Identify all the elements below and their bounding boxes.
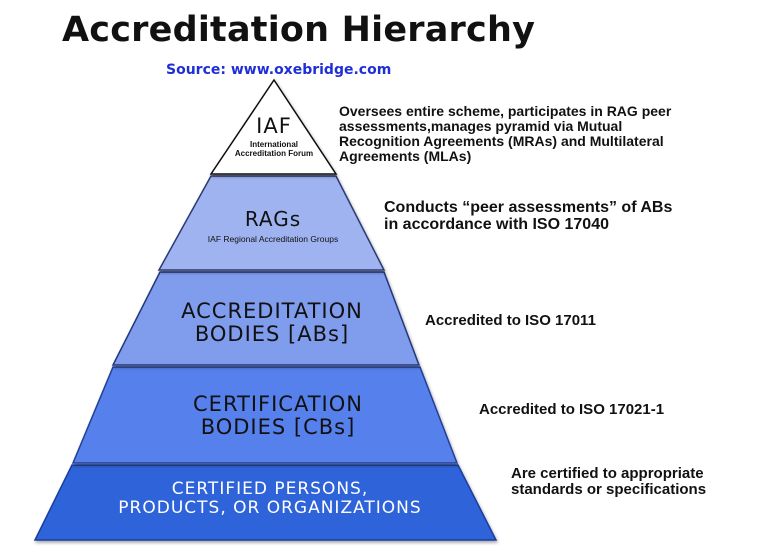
level-5-description-line: standards or specifications bbox=[511, 481, 707, 499]
level-2-description-line: Conducts “peer assessments” of ABs bbox=[384, 199, 673, 216]
source-caption: Source: www.oxebridge.com bbox=[166, 62, 392, 78]
pyramid-level-4 bbox=[71, 366, 459, 464]
level-1-description: Oversees entire scheme, participates in … bbox=[339, 103, 759, 165]
level-5-name-line-2: PRODUCTS, OR ORGANIZATIONS bbox=[118, 497, 422, 518]
level-1-description-line: Agreements (MLAs) bbox=[339, 148, 472, 165]
pyramid-level-2 bbox=[157, 175, 386, 271]
level-1-subtitle-line-2: Accreditation Forum bbox=[234, 148, 314, 158]
level-4-name-line-2: BODIES [CBs] bbox=[200, 415, 356, 440]
level-2-label: RAGs IAF Regional Accreditation Groups bbox=[175, 208, 371, 244]
level-2-name: RAGs bbox=[244, 207, 302, 231]
level-5-description-line: Are certified to appropriate bbox=[511, 465, 704, 482]
diagram-title: Accreditation Hierarchy bbox=[62, 10, 536, 50]
level-3-description: Accredited to ISO 17011 bbox=[425, 312, 755, 329]
level-1-name: IAF bbox=[256, 114, 292, 138]
level-2-subtitle: IAF Regional Accreditation Groups bbox=[207, 234, 339, 244]
level-1-description-line: Recognition Agreements (MRAs) and Multil… bbox=[339, 133, 664, 150]
level-2-description-line: in accordance with ISO 17040 bbox=[384, 216, 609, 234]
level-5-label: CERTIFIED PERSONS, PRODUCTS, OR ORGANIZA… bbox=[70, 480, 470, 517]
level-5-description: Are certified to appropriate standards o… bbox=[511, 465, 763, 499]
pyramid-level-3 bbox=[111, 271, 421, 366]
level-3-label: ACCREDITATION BODIES [ABs] bbox=[130, 299, 414, 347]
level-3-name-line-1: ACCREDITATION bbox=[181, 299, 363, 323]
level-1-subtitle-line-1: International bbox=[249, 140, 298, 149]
pyramid-level-5 bbox=[33, 464, 498, 541]
level-4-description-line: Accredited to ISO 17021-1 bbox=[479, 401, 665, 418]
level-1-label: IAF International Accreditation Forum bbox=[215, 115, 333, 159]
level-3-description-line: Accredited to ISO 17011 bbox=[425, 312, 596, 329]
level-4-name-line-1: CERTIFICATION bbox=[193, 392, 363, 416]
level-1-description-line: assessments,manages pyramid via Mutual bbox=[339, 118, 623, 135]
pyramid-level-1 bbox=[209, 78, 338, 175]
level-1-description-line: Oversees entire scheme, participates in … bbox=[339, 103, 672, 119]
level-5-name-line-1: CERTIFIED PERSONS, bbox=[171, 479, 369, 499]
level-3-name-line-2: BODIES [ABs] bbox=[194, 322, 350, 347]
level-4-description: Accredited to ISO 17021-1 bbox=[479, 401, 759, 418]
level-4-label: CERTIFICATION BODIES [CBs] bbox=[115, 392, 441, 440]
level-2-description: Conducts “peer assessments” of ABs in ac… bbox=[384, 199, 764, 234]
